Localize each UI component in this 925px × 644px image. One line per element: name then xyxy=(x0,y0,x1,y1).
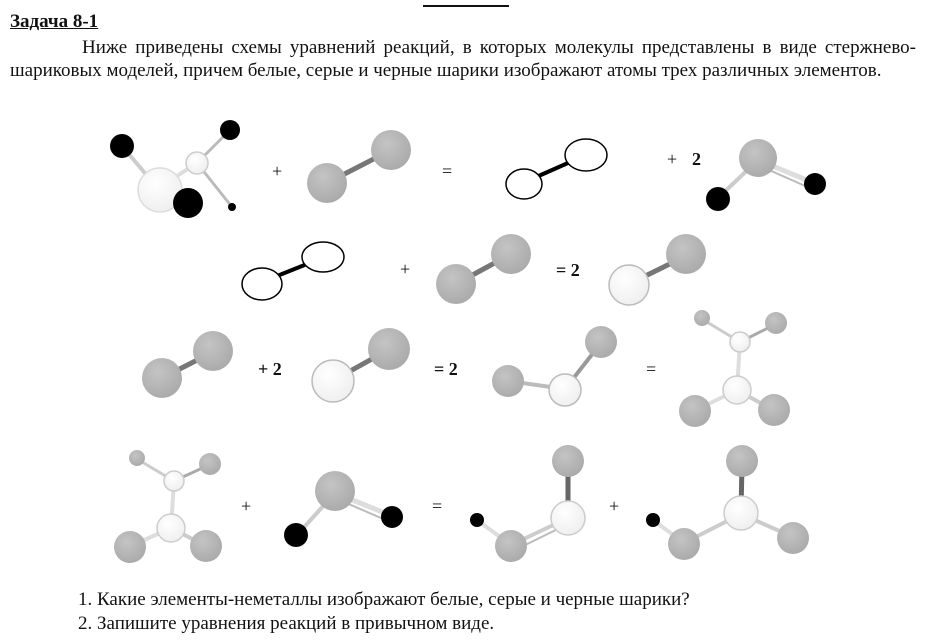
molecule-r1-white-diatomic xyxy=(505,138,608,200)
molecule-r4-dimer xyxy=(114,450,222,563)
molecule-r1-gray-diatomic xyxy=(307,130,411,203)
question-2: 2. Запишите уравнения реакций в привычно… xyxy=(78,613,495,634)
molecule-r2-white-gray xyxy=(608,234,706,306)
molecule-r1-reactant1 xyxy=(110,120,240,218)
molecule-r3-white-gray xyxy=(311,328,410,403)
op-plus: + xyxy=(667,149,677,169)
op-equals-coefficient: = 2 xyxy=(434,359,458,379)
top-rule xyxy=(423,5,509,7)
molecule-r2-gray-diatomic xyxy=(436,234,531,304)
task-title: Задача 8-1 xyxy=(10,11,99,32)
molecule-r1-product-gray-black2 xyxy=(706,139,826,211)
molecule-r4-product1 xyxy=(470,445,586,562)
op-plus: + xyxy=(241,496,251,516)
molecule-r2-white-diatomic xyxy=(241,241,345,301)
reaction-scheme: + = + 2 + = 2 + 2 xyxy=(110,120,826,563)
task-intro-text: Ниже приведены схемы уравнений реакций, … xyxy=(10,37,916,81)
op-equals-coefficient: = 2 xyxy=(556,260,580,280)
op-plus-coefficient: + 2 xyxy=(258,359,282,379)
op-plus: + xyxy=(609,496,619,516)
molecule-r4-product2 xyxy=(646,445,809,560)
question-1: 1. Какие элементы-неметаллы изображают б… xyxy=(78,589,690,610)
molecule-r4-gray-black2 xyxy=(284,471,403,547)
molecule-r3-gray-white-gray xyxy=(492,326,617,407)
molecule-r3-gray-diatomic xyxy=(142,331,233,398)
molecule-r3-product-dimer xyxy=(679,310,790,427)
op-equals: = xyxy=(432,496,442,516)
questions-list: 1. Какие элементы-неметаллы изображают б… xyxy=(78,588,690,636)
op-equals: = xyxy=(442,161,452,181)
op-equals: = xyxy=(646,359,656,379)
op-plus: + xyxy=(400,259,410,279)
task-intro: Ниже приведены схемы уравнений реакций, … xyxy=(10,36,916,82)
coefficient: 2 xyxy=(692,149,701,169)
op-plus: + xyxy=(272,161,282,181)
